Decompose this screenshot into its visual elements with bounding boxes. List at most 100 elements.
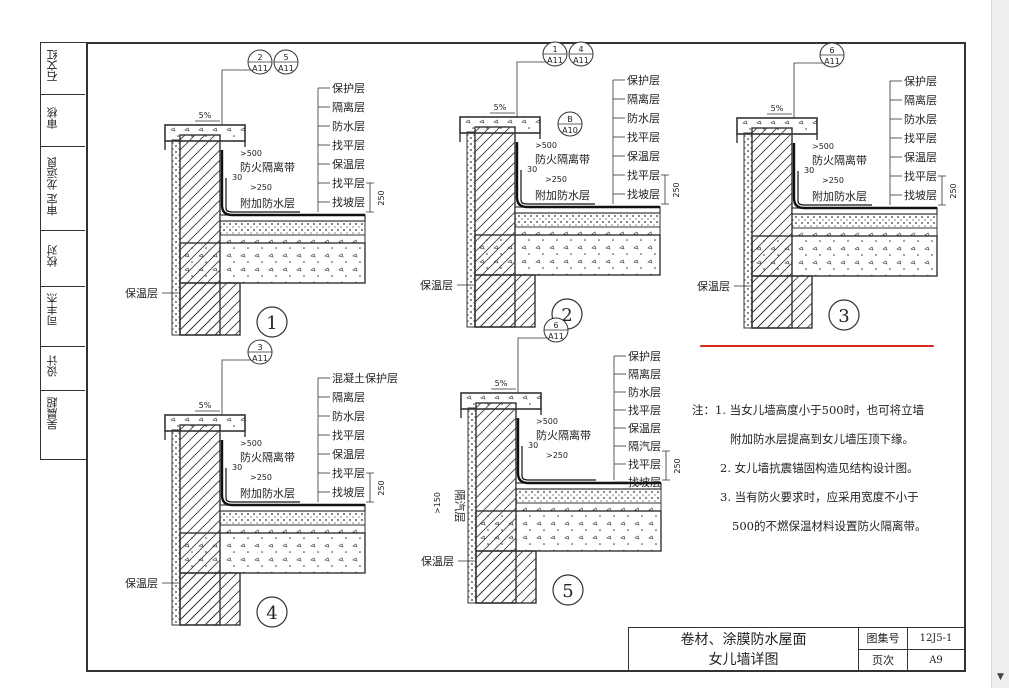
dimension-label: 30 <box>804 166 814 175</box>
detail-5: 5%6A11保护层隔离层防水层找平层保温层隔汽层找平层找坡层>500防火隔离带>… <box>421 317 682 606</box>
vertical-scrollbar[interactable]: ▼ <box>991 0 1009 688</box>
dimension-line <box>366 182 374 213</box>
insulation-layer <box>219 220 366 236</box>
dimension-line <box>938 175 946 206</box>
firebreak-label: 防火隔离带 <box>812 153 867 167</box>
title-block: 卷材、涂膜防水屋面 女儿墙详图 图集号 12J5-1 页次 A9 <box>628 627 966 672</box>
additional-membrane-label: 附加防水层 <box>535 188 590 202</box>
wall-below <box>179 572 241 626</box>
layer-label: 找平层 <box>332 138 365 152</box>
additional-membrane-label: 附加防水层 <box>240 486 295 500</box>
layer-label: 保护层 <box>332 81 365 95</box>
detail-3: 5%6A11保护层隔离层防水层找平层保温层找平层找坡层>500防火隔离带>250… <box>697 42 958 331</box>
ref-sheet: A10 <box>562 126 578 135</box>
sig-row-3: 审定 龙运良 <box>41 147 85 231</box>
dimension-line <box>366 472 374 503</box>
layer-label: 混凝土保护层 <box>332 371 398 385</box>
parapet-coping <box>460 392 542 410</box>
dimension-label: >500 <box>535 141 557 150</box>
layer-label: 防水层 <box>627 111 660 125</box>
roof-slab <box>751 235 938 277</box>
detail-number: 4 <box>266 603 277 624</box>
layer-label: 防水层 <box>628 385 661 399</box>
waterproof-membrane <box>220 440 365 507</box>
ref-number: 1 <box>552 45 557 54</box>
ref-number: 5 <box>283 53 288 62</box>
additional-membrane-label: 附加防水层 <box>812 189 867 203</box>
insulation-label: 保温层 <box>420 278 453 292</box>
ref-sheet: A11 <box>547 56 563 65</box>
detail-number: 1 <box>266 313 277 334</box>
ref-sheet: A11 <box>252 354 268 363</box>
ref-number: 2 <box>257 53 262 62</box>
slope-label: 5% <box>495 379 508 388</box>
layer-label: 保护层 <box>904 74 937 88</box>
parapet-coping <box>164 414 246 432</box>
coping-drip <box>460 409 542 418</box>
exterior-insulation <box>171 429 181 626</box>
layer-label: 保温层 <box>627 149 660 163</box>
sig-row-1: 石文红 <box>41 43 85 95</box>
ref-number: B <box>567 115 573 124</box>
additional-membrane-label: 附加防水层 <box>240 196 295 210</box>
dimension-label: 30 <box>527 165 537 174</box>
layer-label: 找平层 <box>627 168 660 182</box>
slope-layer <box>219 234 366 244</box>
ref-sheet: A11 <box>824 57 840 66</box>
detail-number-circle <box>256 306 288 338</box>
detail-number: 2 <box>561 305 572 326</box>
layer-label: 防水层 <box>332 409 365 423</box>
layer-label: 找坡层 <box>332 195 365 209</box>
sig-row-2: 审核 <box>41 95 85 147</box>
firebreak-label: 防火隔离带 <box>535 152 590 166</box>
dimension-label: >500 <box>240 439 262 448</box>
roof-slab <box>179 242 366 284</box>
page-value: A9 <box>929 655 943 666</box>
atlas-value: 12J5-1 <box>919 633 953 644</box>
note-line: 3. 当有防火要求时，应采用宽度不小于 <box>720 490 919 504</box>
coping-drip <box>164 431 246 440</box>
sig-row-5: 司丰杰 <box>41 287 85 347</box>
sig-row-6: 设计 <box>41 347 85 391</box>
layer-label: 保护层 <box>628 349 661 363</box>
ref-number: 3 <box>257 343 262 352</box>
detail-4: 5%3A11混凝土保护层隔离层防水层找平层保温层找平层找坡层>500防火隔离带>… <box>125 339 398 628</box>
layer-label: 隔汽层 <box>628 439 661 453</box>
additional-membrane <box>521 446 596 481</box>
wall-below <box>474 274 536 328</box>
layer-label: 防水层 <box>904 112 937 126</box>
detail-number-circle <box>828 299 860 331</box>
slope-label: 5% <box>494 103 507 112</box>
layer-label: 找平层 <box>904 169 937 183</box>
coping-drip <box>736 134 818 143</box>
waterproof-membrane <box>516 418 661 485</box>
slope-layer <box>515 502 662 512</box>
ref-number: 6 <box>829 46 834 55</box>
layer-label: 找坡层 <box>904 188 937 202</box>
wall-below <box>179 282 241 336</box>
signature-block: 石文红 审核 审定 龙运良 校对 司丰杰 设计 吴晨超 <box>40 42 86 460</box>
layer-label: 找坡层 <box>627 187 660 201</box>
ref-number: 6 <box>553 321 558 330</box>
wall-below <box>751 275 813 329</box>
red-annotation-line <box>700 345 934 347</box>
ref-sheet: A11 <box>573 56 589 65</box>
firebreak-label: 防火隔离带 <box>240 160 295 174</box>
slope-label: 5% <box>199 401 212 410</box>
insulation-label: 保温层 <box>125 286 158 300</box>
exterior-insulation <box>171 139 181 336</box>
roof-slab <box>474 234 661 276</box>
waterproof-membrane <box>515 142 660 209</box>
dimension-label: 250 <box>377 480 386 495</box>
vapor-barrier-label: 隔汽层 <box>453 490 467 523</box>
exterior-insulation <box>467 407 477 604</box>
layer-label: 找平层 <box>904 131 937 145</box>
layer-label: 隔离层 <box>627 92 660 106</box>
firebreak-label: 防火隔离带 <box>240 450 295 464</box>
detail-number-circle <box>256 596 288 628</box>
scroll-down-arrow-icon[interactable]: ▼ <box>997 672 1004 682</box>
layer-label: 找平层 <box>332 466 365 480</box>
waterproof-membrane <box>220 150 365 217</box>
ref-leader <box>793 62 830 118</box>
